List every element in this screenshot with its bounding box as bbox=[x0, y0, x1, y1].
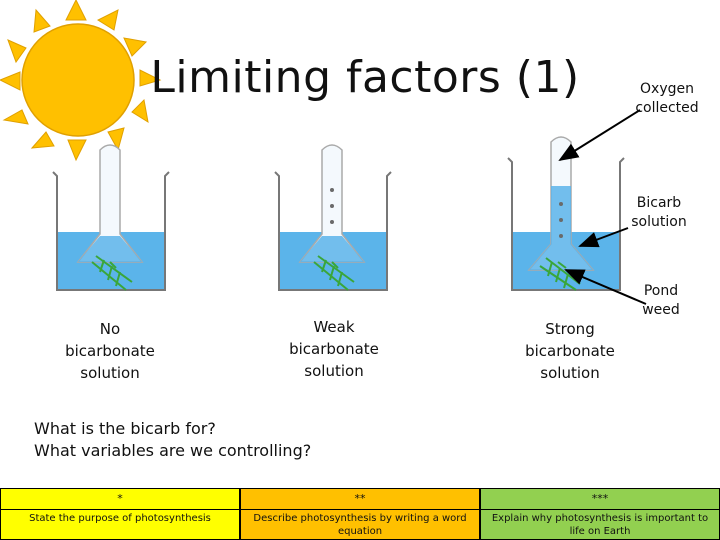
beaker-3-label-line3: solution bbox=[540, 364, 600, 382]
task-cell-1: * State the purpose of photosynthesis bbox=[0, 488, 240, 540]
task-cell-3: *** Explain why photosynthesis is import… bbox=[480, 488, 720, 540]
task-1-stars: * bbox=[1, 489, 239, 510]
beaker-2-label: Weak bicarbonate solution bbox=[272, 316, 396, 382]
task-3-stars: *** bbox=[481, 489, 719, 510]
beaker-3 bbox=[507, 136, 625, 291]
beaker-2 bbox=[274, 144, 392, 291]
task-table: * State the purpose of photosynthesis **… bbox=[0, 488, 720, 540]
pond-weed-label: Pond weed bbox=[626, 282, 696, 320]
question-2: What variables are we controlling? bbox=[34, 441, 312, 460]
bicarb-label-line2: solution bbox=[631, 214, 687, 230]
beaker-3-label-line2: bicarbonate bbox=[525, 342, 615, 360]
bicarb-label: Bicarb solution bbox=[614, 194, 704, 232]
pond-weed-label-line1: Pond bbox=[643, 283, 679, 299]
question-1: What is the bicarb for? bbox=[34, 419, 216, 438]
pond-weed-arrow bbox=[564, 269, 647, 305]
task-3-text: Explain why photosynthesis is important … bbox=[491, 513, 709, 537]
task-2-stars: ** bbox=[241, 489, 479, 510]
oxygen-label: Oxygen collected bbox=[622, 80, 712, 118]
questions: What is the bicarb for? What variables a… bbox=[34, 418, 311, 462]
oxygen-label-line2: collected bbox=[635, 100, 699, 116]
beaker-1-label-line3: solution bbox=[80, 364, 140, 382]
pond-weed-icon bbox=[91, 255, 133, 291]
experiment-diagram bbox=[0, 0, 647, 305]
beaker-1 bbox=[52, 144, 170, 291]
bicarb-label-line1: Bicarb bbox=[636, 195, 682, 211]
bicarb-arrow bbox=[578, 227, 629, 248]
task-cell-2: ** Describe photosynthesis by writing a … bbox=[240, 488, 480, 540]
slide-title: Limiting factors (1) bbox=[150, 52, 580, 103]
pond-weed-label-line2: weed bbox=[642, 302, 680, 318]
sun-icon bbox=[0, 0, 162, 162]
beaker-2-label-line1: Weak bbox=[313, 318, 355, 336]
beaker-1-label: No bicarbonate solution bbox=[50, 318, 170, 384]
oxygen-arrow bbox=[558, 109, 641, 162]
beaker-2-label-line3: solution bbox=[304, 362, 364, 380]
oxygen-label-line1: Oxygen bbox=[640, 81, 694, 97]
beaker-2-label-line2: bicarbonate bbox=[289, 340, 379, 358]
beaker-3-label: Strong bicarbonate solution bbox=[508, 318, 632, 384]
pond-weed-icon bbox=[313, 255, 355, 291]
task-1-text: State the purpose of photosynthesis bbox=[29, 513, 211, 524]
beaker-1-label-line1: No bbox=[99, 320, 121, 338]
beaker-3-label-line1: Strong bbox=[545, 320, 595, 338]
task-2-text: Describe photosynthesis by writing a wor… bbox=[253, 513, 467, 537]
beaker-1-label-line2: bicarbonate bbox=[65, 342, 155, 360]
